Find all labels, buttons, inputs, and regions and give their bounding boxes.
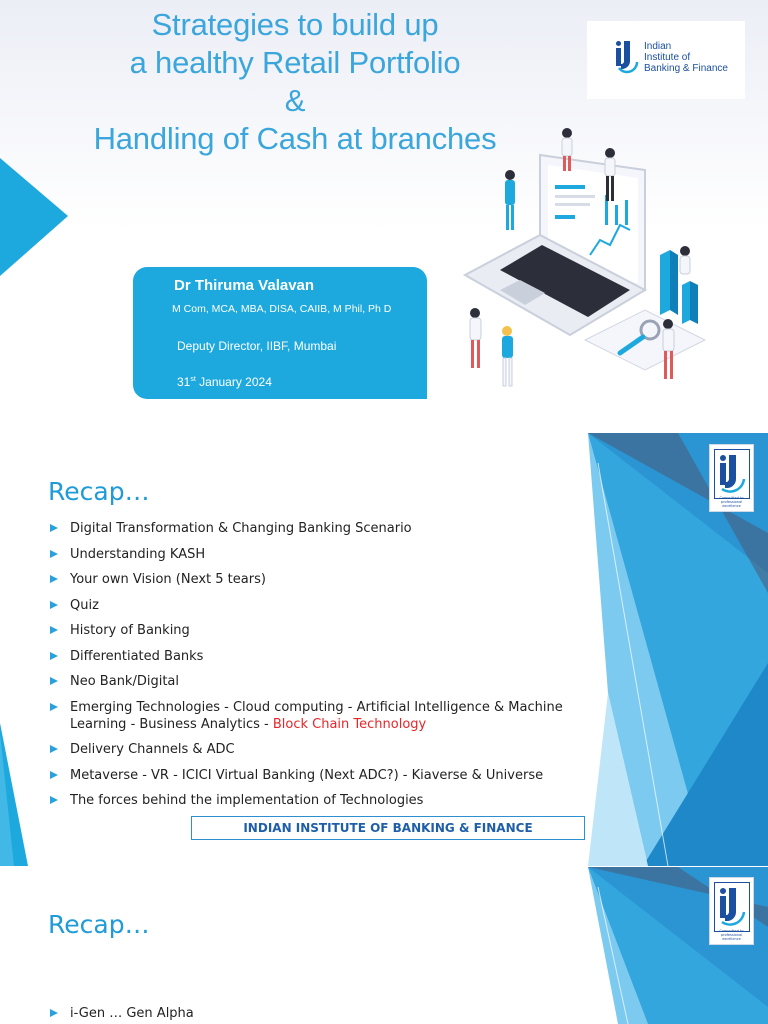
slide-title: Recap…: [48, 910, 150, 939]
logo-text: Indian Institute of Banking & Finance: [644, 41, 744, 74]
date-month-year: January 2024: [195, 375, 272, 389]
iibf-badge-icon: [714, 882, 750, 932]
badge-caption: Committed to professional excellence: [719, 496, 744, 508]
list-item: Metaverse - VR - ICICI Virtual Banking (…: [48, 767, 593, 784]
highlighted-text: Block Chain Technology: [272, 716, 427, 732]
list-item: i-Gen … Gen Alpha: [48, 1005, 593, 1022]
author-qualifications: M Com, MCA, MBA, DISA, CAIIB, M Phil, Ph…: [172, 303, 392, 315]
list-item: Differentiated Banks: [48, 648, 593, 665]
footer-banner: INDIAN INSTITUTE OF BANKING & FINANCE: [191, 816, 585, 840]
laptop-team-illustration: [462, 128, 707, 387]
logo-line-3: Banking & Finance: [644, 63, 728, 74]
recap-bullet-list: Digital Transformation & Changing Bankin…: [48, 520, 593, 818]
recap-slide-1: Committed to professional excellence Rec…: [0, 433, 768, 866]
left-edge-decoration: [0, 723, 28, 866]
logo-line-1: Indian: [644, 41, 672, 52]
right-triangle-decoration: [588, 433, 768, 866]
title-line-1: Strategies to build up: [151, 7, 439, 42]
badge-caption: Committed to professional excellence: [719, 929, 744, 941]
presentation-date: 31st January 2024: [177, 375, 272, 389]
list-item-emerging-tech: Emerging Technologies - Cloud computing …: [48, 699, 593, 733]
title-line-3: &: [284, 83, 306, 118]
list-item: Neo Bank/Digital: [48, 673, 593, 690]
list-item: Digital Transformation & Changing Bankin…: [48, 520, 593, 537]
date-suffix: st: [190, 376, 196, 383]
iibf-logo: Indian Institute of Banking & Finance: [587, 21, 745, 99]
right-triangle-decoration: [588, 867, 768, 1024]
title-line-4: Handling of Cash at branches: [93, 121, 497, 156]
iibf-logo-icon: [616, 41, 639, 74]
title-slide: Strategies to build up a healthy Retail …: [0, 0, 768, 420]
title-line-2: a healthy Retail Portfolio: [129, 45, 461, 80]
slide-gap: [0, 420, 768, 433]
list-item: Quiz: [48, 597, 593, 614]
author-name: Dr Thiruma Valavan: [174, 277, 315, 294]
logo-line-2: Institute of: [644, 52, 691, 63]
list-item: Understanding KASH: [48, 546, 593, 563]
recap-bullet-list: i-Gen … Gen Alpha: [48, 1005, 593, 1024]
author-card: Dr Thiruma Valavan M Com, MCA, MBA, DISA…: [133, 267, 427, 399]
list-item: Your own Vision (Next 5 tears): [48, 571, 593, 588]
list-item: The forces behind the implementation of …: [48, 792, 593, 809]
list-item: Delivery Channels & ADC: [48, 741, 593, 758]
left-triangle-decoration: [0, 158, 68, 276]
slide-title: Recap…: [48, 477, 150, 506]
slide-gap: [0, 866, 768, 867]
list-item: History of Banking: [48, 622, 593, 639]
iibf-badge: Committed to professional excellence: [709, 444, 754, 512]
iibf-badge: Committed to professional excellence: [709, 877, 754, 945]
recap-slide-2: Committed to professional excellence Rec…: [0, 867, 768, 1024]
date-day: 31: [177, 375, 191, 389]
author-role: Deputy Director, IIBF, Mumbai: [177, 339, 337, 353]
iibf-badge-icon: [714, 449, 750, 499]
emerging-tech-text: Emerging Technologies - Cloud computing …: [70, 699, 563, 732]
